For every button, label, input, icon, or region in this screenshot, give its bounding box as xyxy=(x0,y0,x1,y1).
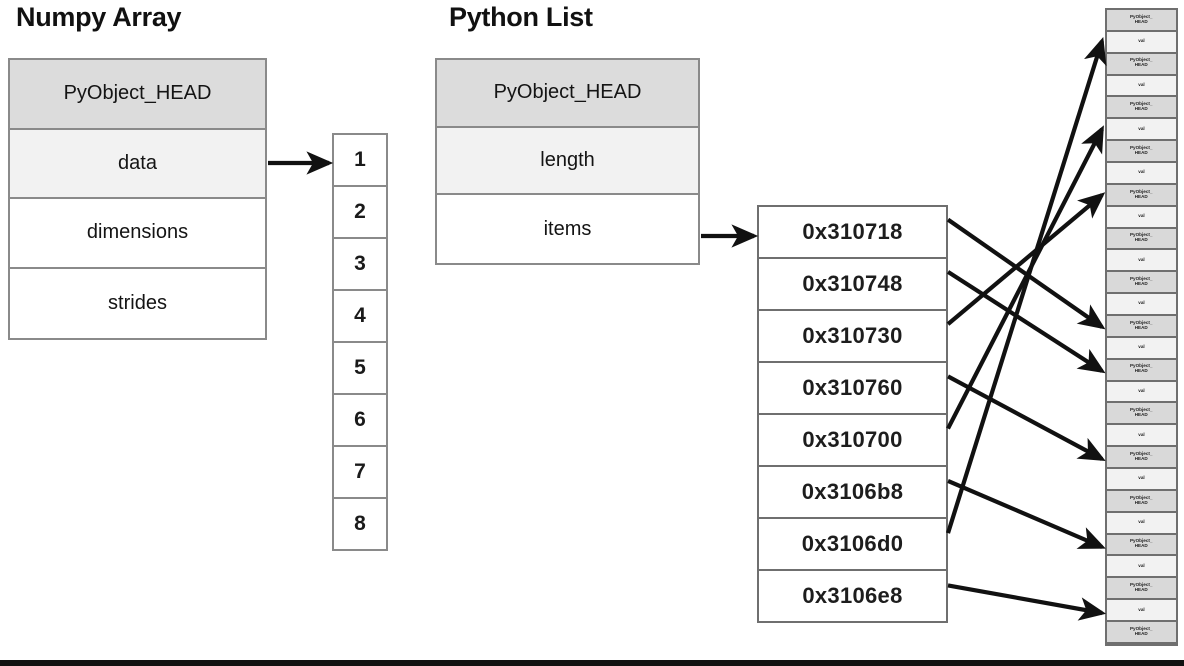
heap-value-label: val xyxy=(1138,169,1145,176)
heap-object-value-cell: val xyxy=(1107,469,1176,491)
heap-value-label: val xyxy=(1138,606,1145,613)
heap-head-label: PyObject_ HEAD xyxy=(1130,145,1153,156)
heap-head-label: PyObject_ HEAD xyxy=(1130,276,1153,287)
heap-object-head-cell: PyObject_ HEAD xyxy=(1107,622,1176,644)
heap-object-value-cell: val xyxy=(1107,75,1176,98)
heap-object-head-cell: PyObject_ HEAD xyxy=(1107,578,1176,601)
list-row-items: items xyxy=(437,195,698,264)
address-cell: 0x3106d0 xyxy=(759,519,946,571)
address-cell: 0x310748 xyxy=(759,259,946,311)
pointer-address-table: 0x310718 0x310748 0x310730 0x310760 0x31… xyxy=(757,205,948,623)
data-cell: 3 xyxy=(334,239,386,291)
heap-head-label: PyObject_ HEAD xyxy=(1130,189,1153,200)
data-cell: 7 xyxy=(334,447,386,499)
address-cell: 0x310700 xyxy=(759,415,946,467)
heap-value-label: val xyxy=(1138,213,1145,219)
numpy-row-strides: strides xyxy=(10,268,265,338)
heap-object-head-cell: PyObject_ HEAD xyxy=(1107,359,1176,382)
heap-object-head-cell: PyObject_ HEAD xyxy=(1107,534,1176,557)
heap-head-label: PyObject_ HEAD xyxy=(1130,451,1153,462)
heap-object-head-cell: PyObject_ HEAD xyxy=(1107,97,1176,120)
heap-object-head-cell: PyObject_ HEAD xyxy=(1107,141,1176,164)
numpy-row-pyobject-head: PyObject_HEAD xyxy=(10,60,265,130)
heap-object-value-cell: val xyxy=(1107,337,1176,360)
data-cell: 8 xyxy=(334,499,386,549)
heap-value-label: val xyxy=(1138,38,1145,44)
heap-value-label: val xyxy=(1138,125,1145,132)
arrow-address-to-heap-object xyxy=(947,583,1107,621)
heap-object-value-cell: val xyxy=(1107,250,1176,273)
heap-head-label: PyObject_ HEAD xyxy=(1130,363,1153,375)
heap-object-value-cell: val xyxy=(1107,119,1176,142)
address-cell: 0x3106b8 xyxy=(759,467,946,519)
numpy-row-data: data xyxy=(10,129,265,199)
numpy-row-dimensions: dimensions xyxy=(10,199,265,269)
data-cell: 4 xyxy=(334,291,386,343)
heap-object-value-cell: val xyxy=(1107,512,1176,535)
heap-object-head-cell: PyObject_ HEAD xyxy=(1107,10,1176,32)
data-cell: 5 xyxy=(334,343,386,395)
list-row-pyobject-head: PyObject_HEAD xyxy=(437,60,698,128)
heap-value-label: val xyxy=(1138,563,1145,569)
heap-value-label: val xyxy=(1138,388,1145,394)
heap-head-label: PyObject_ HEAD xyxy=(1130,407,1153,418)
heap-value-label: val xyxy=(1138,431,1145,438)
heap-object-head-cell: PyObject_ HEAD xyxy=(1107,272,1176,295)
heap-object-head-cell: PyObject_ HEAD xyxy=(1107,316,1176,338)
numpy-array-struct: PyObject_HEAD data dimensions strides xyxy=(8,58,267,340)
bottom-rule xyxy=(0,660,1184,666)
heap-object-head-cell: PyObject_ HEAD xyxy=(1107,228,1176,251)
heap-object-head-cell: PyObject_ HEAD xyxy=(1107,403,1176,426)
heap-object-value-cell: val xyxy=(1107,294,1176,317)
numpy-data-buffer: 1 2 3 4 5 6 7 8 xyxy=(332,133,388,551)
heap-value-label: val xyxy=(1138,257,1145,263)
heap-head-label: PyObject_ HEAD xyxy=(1130,582,1153,593)
arrow-address-to-heap-object xyxy=(947,478,1106,549)
data-cell: 1 xyxy=(334,135,386,187)
data-cell: 6 xyxy=(334,395,386,447)
heap-object-value-cell: val xyxy=(1107,206,1176,229)
heap-value-label: val xyxy=(1138,344,1145,350)
heap-value-label: val xyxy=(1138,475,1145,482)
heap-object-head-cell: PyObject_ HEAD xyxy=(1107,490,1176,513)
heap-object-head-cell: PyObject_ HEAD xyxy=(1107,184,1176,207)
arrow-address-to-heap-object xyxy=(945,36,1107,534)
heap-head-label: PyObject_ HEAD xyxy=(1130,320,1153,331)
arrow-address-to-heap-object xyxy=(946,217,1106,330)
heap-object-value-cell: val xyxy=(1107,31,1176,54)
address-cell: 0x310730 xyxy=(759,311,946,363)
arrow-address-to-heap-object xyxy=(947,374,1106,461)
heap-value-label: val xyxy=(1138,300,1145,307)
heap-object-value-cell: val xyxy=(1107,556,1176,579)
heap-object-value-cell: val xyxy=(1107,425,1176,448)
data-cell: 2 xyxy=(334,187,386,239)
address-cell: 0x310718 xyxy=(759,207,946,259)
heap-head-label: PyObject_ HEAD xyxy=(1130,232,1153,244)
python-list-struct: PyObject_HEAD length items xyxy=(435,58,700,265)
heap-object-head-cell: PyObject_ HEAD xyxy=(1107,53,1176,76)
numpy-array-title: Numpy Array xyxy=(16,2,182,32)
heap-value-label: val xyxy=(1138,82,1145,88)
heap-object-head-cell: PyObject_ HEAD xyxy=(1107,447,1176,470)
heap-head-label: PyObject_ HEAD xyxy=(1130,14,1153,25)
heap-object-value-cell: val xyxy=(1107,381,1176,404)
address-cell: 0x3106e8 xyxy=(759,571,946,621)
heap-head-label: PyObject_ HEAD xyxy=(1130,626,1153,637)
python-list-title: Python List xyxy=(449,2,593,32)
heap-object-value-cell: val xyxy=(1107,163,1176,185)
heap-head-label: PyObject_ HEAD xyxy=(1130,538,1153,550)
heap-head-label: PyObject_ HEAD xyxy=(1130,101,1153,112)
list-row-length: length xyxy=(437,127,698,196)
arrow-address-to-heap-object xyxy=(946,192,1106,326)
heap-head-label: PyObject_ HEAD xyxy=(1130,495,1153,506)
arrow-address-to-heap-object xyxy=(946,125,1104,430)
heap-object-value-cell: val xyxy=(1107,600,1176,623)
address-cell: 0x310760 xyxy=(759,363,946,415)
arrow-address-to-heap-object xyxy=(946,270,1106,374)
heap-value-label: val xyxy=(1138,519,1145,525)
heap-head-label: PyObject_ HEAD xyxy=(1130,57,1153,69)
